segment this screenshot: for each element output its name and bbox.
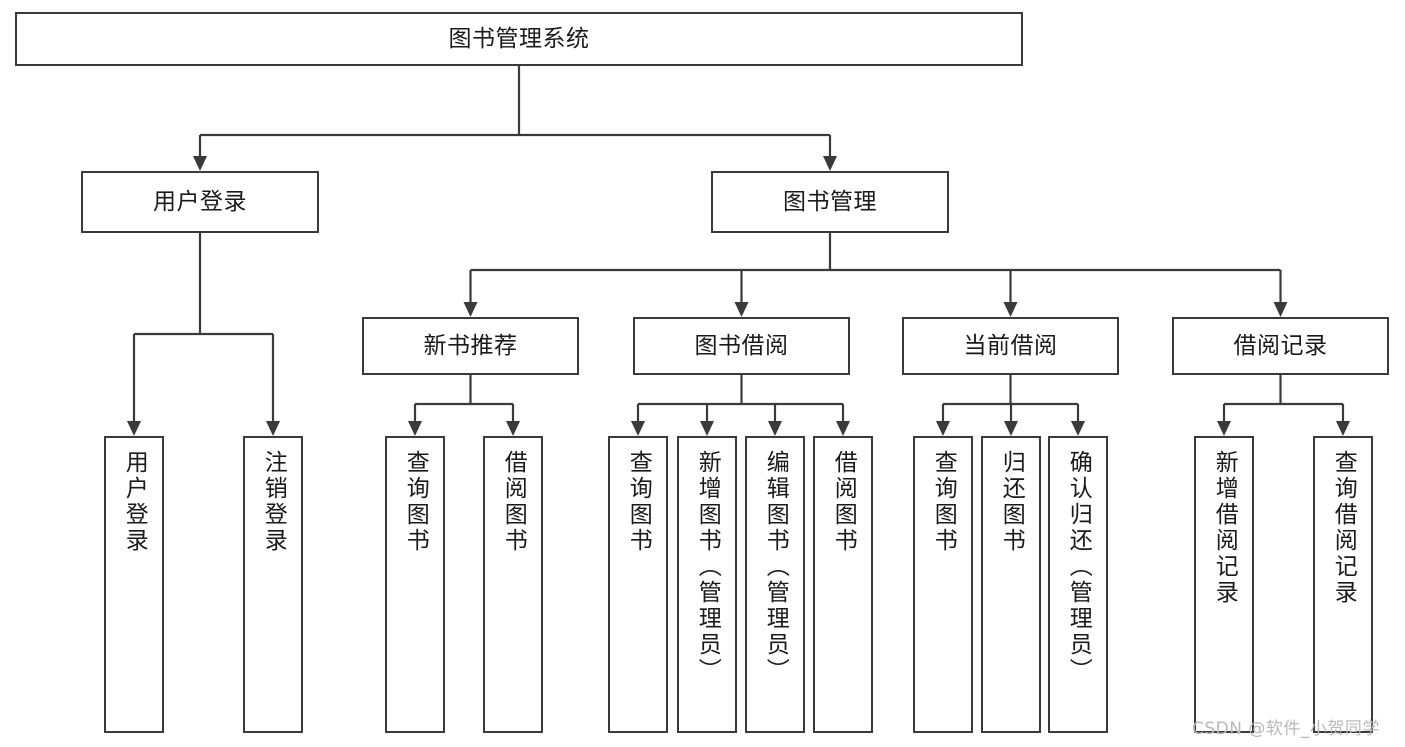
arrowhead-leaf-user-login — [127, 421, 141, 436]
node-new-book-recommend[interactable]: 新书推荐 — [362, 317, 579, 375]
arrowhead-new-book-recommend — [463, 302, 478, 317]
node-label-leaf-confirm-return: 确认归还（管理员） — [1065, 450, 1092, 684]
node-leaf-borrow-book-1[interactable]: 借阅图书 — [483, 436, 543, 733]
node-label-book-borrow: 图书借阅 — [694, 332, 789, 359]
node-leaf-return-book[interactable]: 归还图书 — [981, 436, 1041, 733]
node-leaf-confirm-return[interactable]: 确认归还（管理员） — [1048, 436, 1108, 733]
node-label-leaf-query-book-3: 查询图书 — [930, 450, 957, 554]
node-label-leaf-edit-book: 编辑图书（管理员） — [762, 450, 789, 684]
node-leaf-edit-book[interactable]: 编辑图书（管理员） — [745, 436, 805, 733]
node-current-borrow[interactable]: 当前借阅 — [902, 317, 1119, 375]
node-label-borrow-record: 借阅记录 — [1233, 332, 1328, 359]
node-label-new-book-recommend: 新书推荐 — [423, 332, 518, 359]
node-label-book-manage: 图书管理 — [783, 188, 877, 215]
arrowhead-leaf-add-borrow-record — [1217, 421, 1231, 436]
arrowhead-borrow-record — [1273, 302, 1288, 317]
node-label-leaf-query-borrow-record: 查询借阅记录 — [1330, 450, 1357, 606]
node-book-manage[interactable]: 图书管理 — [711, 171, 949, 233]
node-label-leaf-return-book: 归还图书 — [998, 450, 1025, 554]
arrowhead-current-borrow — [1003, 302, 1018, 317]
node-leaf-query-book-1[interactable]: 查询图书 — [385, 436, 445, 733]
arrowhead-leaf-confirm-return — [1071, 421, 1085, 436]
node-label-leaf-query-book-1: 查询图书 — [402, 450, 429, 554]
arrowhead-leaf-return-book — [1004, 421, 1018, 436]
arrowhead-leaf-query-book-1 — [408, 421, 422, 436]
node-label-leaf-add-borrow-record: 新增借阅记录 — [1211, 450, 1238, 606]
node-borrow-record[interactable]: 借阅记录 — [1172, 317, 1389, 375]
node-label-current-borrow: 当前借阅 — [963, 332, 1058, 359]
node-leaf-query-book-3[interactable]: 查询图书 — [913, 436, 973, 733]
node-root[interactable]: 图书管理系统 — [15, 12, 1023, 66]
node-leaf-add-book[interactable]: 新增图书（管理员） — [677, 436, 737, 733]
arrowhead-leaf-query-borrow-record — [1336, 421, 1350, 436]
arrowhead-user-login — [193, 156, 207, 171]
arrowhead-book-manage — [823, 156, 837, 171]
arrowhead-leaf-query-book-3 — [936, 421, 950, 436]
node-label-user-login: 用户登录 — [153, 188, 247, 215]
arrowhead-leaf-edit-book — [768, 421, 782, 436]
node-label-leaf-query-book-2: 查询图书 — [625, 450, 652, 554]
node-leaf-user-login[interactable]: 用户登录 — [104, 436, 164, 733]
arrowhead-leaf-query-book-2 — [631, 421, 645, 436]
node-leaf-query-borrow-record[interactable]: 查询借阅记录 — [1313, 436, 1373, 733]
node-leaf-query-book-2[interactable]: 查询图书 — [608, 436, 668, 733]
node-leaf-add-borrow-record[interactable]: 新增借阅记录 — [1194, 436, 1254, 733]
arrowhead-leaf-logout — [266, 421, 280, 436]
arrowhead-book-borrow — [734, 302, 749, 317]
arrowhead-leaf-add-book — [700, 421, 714, 436]
arrowhead-leaf-borrow-book-2 — [836, 421, 850, 436]
node-label-leaf-borrow-book-2: 借阅图书 — [830, 450, 857, 554]
node-label-leaf-borrow-book-1: 借阅图书 — [500, 450, 527, 554]
watermark: CSDN @软件_小贺同学 — [1192, 719, 1380, 739]
arrowhead-leaf-borrow-book-1 — [506, 421, 520, 436]
node-leaf-logout[interactable]: 注销登录 — [243, 436, 303, 733]
node-label-leaf-user-login: 用户登录 — [121, 450, 148, 554]
node-user-login[interactable]: 用户登录 — [81, 171, 319, 233]
node-book-borrow[interactable]: 图书借阅 — [633, 317, 850, 375]
node-label-root: 图书管理系统 — [448, 25, 590, 52]
node-label-leaf-logout: 注销登录 — [260, 450, 287, 554]
node-label-leaf-add-book: 新增图书（管理员） — [694, 450, 721, 684]
node-leaf-borrow-book-2[interactable]: 借阅图书 — [813, 436, 873, 733]
